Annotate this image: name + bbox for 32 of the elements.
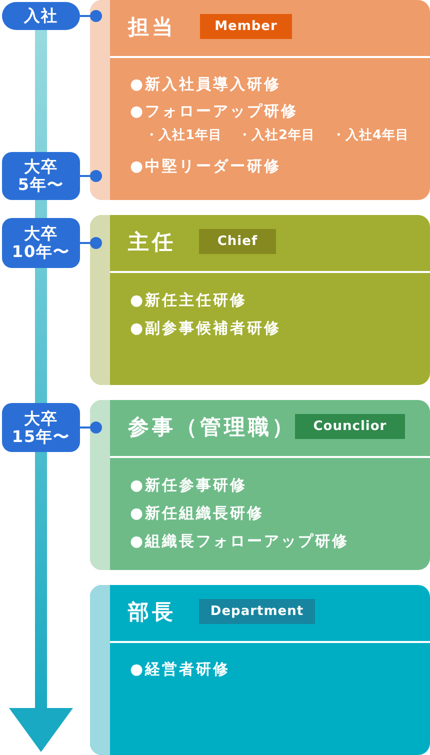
stage-card xyxy=(90,400,430,570)
role-tag: Counclior xyxy=(295,414,405,439)
milestone-label: 大卒10年〜 xyxy=(2,218,80,268)
list-item: ●フォローアップ研修 xyxy=(130,101,298,121)
sub-item: ・入社4年目 xyxy=(332,127,410,145)
list-item: ●経営者研修 xyxy=(130,659,230,679)
connector-line xyxy=(80,10,102,22)
stage-card xyxy=(90,0,430,200)
role-tag: Chief xyxy=(199,229,276,254)
list-item: ●新任主任研修 xyxy=(130,290,248,310)
role-tag: Department xyxy=(199,599,315,624)
card-title: 部長 xyxy=(128,599,176,626)
list-item: ●中堅リーダー研修 xyxy=(130,156,282,176)
role-tag: Member xyxy=(200,14,292,39)
connector-line xyxy=(80,237,102,249)
card-title: 参事（管理職） xyxy=(128,414,296,441)
connector-line xyxy=(80,170,102,182)
stage-card xyxy=(90,585,430,755)
list-item: ●副参事候補者研修 xyxy=(130,318,282,338)
card-title: 主任 xyxy=(128,229,176,256)
list-item: ●新入社員導入研修 xyxy=(130,74,282,94)
sub-item: ・入社2年目 xyxy=(238,127,316,145)
card-title: 担当 xyxy=(128,14,176,41)
list-item: ●組織長フォローアップ研修 xyxy=(130,531,350,551)
list-item: ●新任参事研修 xyxy=(130,475,248,495)
stage-card xyxy=(90,215,430,385)
list-item: ●新任組織長研修 xyxy=(130,503,264,523)
milestone-label: 大卒15年〜 xyxy=(2,403,80,452)
sub-item: ・入社1年目 xyxy=(145,127,222,145)
milestone-label: 大卒5年〜 xyxy=(2,152,80,200)
connector-line xyxy=(80,422,102,434)
milestone-label: 入社 xyxy=(2,2,80,30)
